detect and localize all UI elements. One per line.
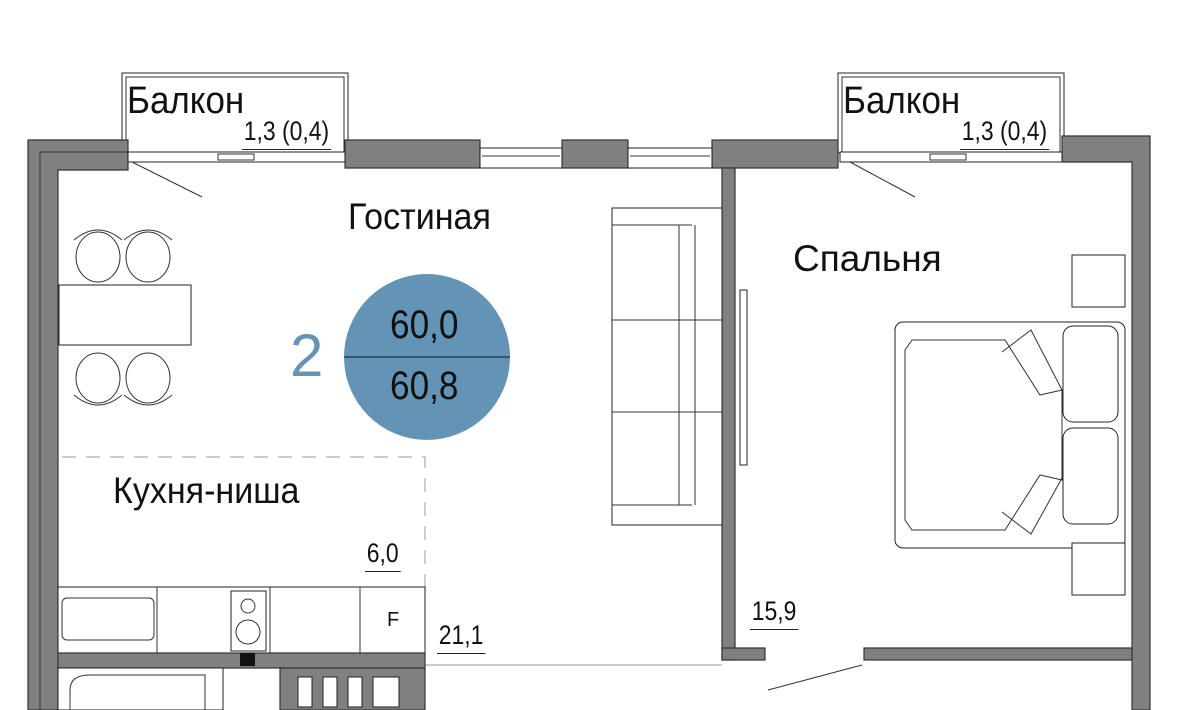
window (127, 147, 1063, 169)
wall-segment (711, 139, 839, 169)
interior-wall (721, 647, 766, 661)
interior-wall (721, 167, 736, 661)
outer-wall-left (27, 139, 129, 710)
ventilation-shafts (279, 667, 426, 710)
balcony-right-label: Балкон (843, 80, 961, 122)
total-area-with-balconies: 60,8 (390, 364, 459, 408)
bathroom (57, 667, 224, 710)
total-area: 60,0 (390, 303, 459, 347)
sofa (611, 207, 723, 526)
sink-icon (61, 597, 155, 641)
nightstand (1071, 254, 1126, 308)
kitchen-area: 6,0 (365, 540, 401, 572)
wardrobe-door (739, 289, 748, 466)
balcony-left-area: 1,3 (0,4) (242, 118, 331, 150)
balcony-left-label: Балкон (127, 80, 245, 122)
wall-segment (344, 139, 481, 169)
chair (73, 229, 173, 406)
living-room-label: Гостиная (348, 196, 491, 237)
door-swing (767, 664, 863, 691)
interior-wall (863, 647, 1133, 661)
kitchen-niche-boundary (62, 456, 426, 587)
stove-icon (230, 590, 267, 652)
fridge-mark: F (387, 609, 400, 631)
wall-segment (561, 139, 629, 169)
rooms-count: 2 (290, 322, 324, 389)
bedroom-area: 15,9 (750, 598, 799, 630)
balcony-left-outline (121, 72, 349, 154)
balcony-right-outline (837, 72, 1065, 154)
bedroom-label: Спальня (793, 238, 942, 279)
balcony-right-area: 1,3 (0,4) (960, 118, 1049, 150)
door-swing (849, 161, 916, 198)
kitchen-counter (57, 586, 426, 654)
bathtub-icon (69, 674, 206, 710)
door-swing (131, 161, 203, 198)
living-room-area: 21,1 (437, 622, 486, 654)
bed (894, 321, 1126, 549)
kitchen-label: Кухня-ниша (113, 470, 300, 511)
dining-table (58, 284, 192, 346)
nightstand (1071, 542, 1126, 596)
